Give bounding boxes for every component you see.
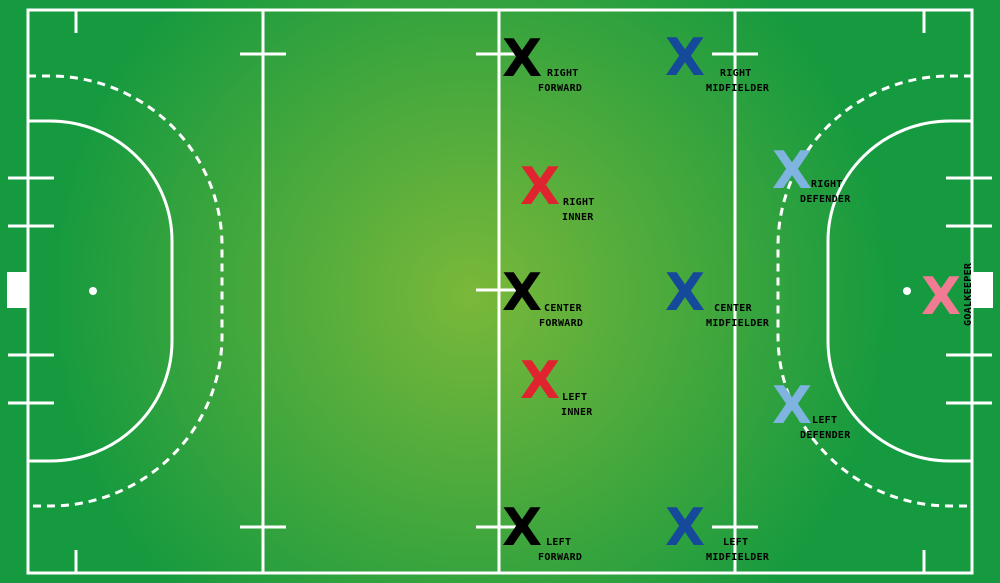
player-right-forward: X RIGHT FORWARD <box>502 29 582 94</box>
player-marker: X <box>772 376 812 436</box>
right-shooting-circle <box>826 119 972 463</box>
player-label-line2: DEFENDER <box>800 430 851 441</box>
player-label-line2: DEFENDER <box>800 194 851 205</box>
player-label-line1: CENTER <box>714 303 753 314</box>
player-marker: X <box>665 28 705 88</box>
players: X RIGHT FORWARD X CENTER FORWARD X LEFT … <box>502 28 974 563</box>
player-label-line1: LEFT <box>812 415 837 426</box>
player-label-line1: RIGHT <box>811 179 843 190</box>
player-marker: X <box>502 263 542 323</box>
player-center-forward: X CENTER FORWARD <box>502 263 583 329</box>
player-label-line2: MIDFIELDER <box>706 552 770 563</box>
sideline-ticks <box>74 10 926 573</box>
player-label-line2: INNER <box>561 407 593 418</box>
player-left-inner: X LEFT INNER <box>520 351 593 418</box>
player-left-forward: X LEFT FORWARD <box>502 498 582 563</box>
left-shooting-circle <box>28 119 174 463</box>
player-label-line2: FORWARD <box>538 83 582 94</box>
player-label-line2: FORWARD <box>539 318 583 329</box>
player-left-defender: X LEFT DEFENDER <box>772 376 851 441</box>
player-label-line2: MIDFIELDER <box>706 318 770 329</box>
player-marker: X <box>772 141 812 201</box>
left-dashed-circle <box>28 74 224 508</box>
right-penalty-spot <box>903 287 911 295</box>
player-label-line2: FORWARD <box>538 552 582 563</box>
player-label-line1: RIGHT <box>563 197 595 208</box>
player-label-line1: LEFT <box>562 392 587 403</box>
player-marker: X <box>520 157 560 217</box>
player-right-inner: X RIGHT INNER <box>520 157 595 223</box>
right-goal <box>972 272 993 308</box>
player-marker: X <box>921 267 961 327</box>
player-label-line2: INNER <box>562 212 594 223</box>
player-label-line1: RIGHT <box>720 68 752 79</box>
player-label-line1: RIGHT <box>547 68 579 79</box>
player-center-midfielder: X CENTER MIDFIELDER <box>665 263 770 329</box>
player-label-line1: CENTER <box>544 303 583 314</box>
player-label-line2: MIDFIELDER <box>706 83 770 94</box>
player-label-line1: LEFT <box>723 537 748 548</box>
endline-ticks <box>8 176 992 405</box>
player-left-midfielder: X LEFT MIDFIELDER <box>665 498 770 563</box>
player-marker: X <box>502 498 542 558</box>
right-dashed-circle <box>776 74 972 508</box>
player-label-line1: GOALKEEPER <box>963 262 974 326</box>
left-penalty-spot <box>89 287 97 295</box>
player-label-line1: LEFT <box>546 537 571 548</box>
player-marker: X <box>665 263 705 323</box>
player-marker: X <box>665 498 705 558</box>
player-right-defender: X RIGHT DEFENDER <box>772 141 851 205</box>
player-marker: X <box>520 351 560 411</box>
player-marker: X <box>502 29 542 89</box>
left-goal <box>7 272 28 308</box>
player-goalkeeper: X GOALKEEPER <box>921 262 974 327</box>
yard-line-ticks <box>240 52 758 529</box>
player-right-midfielder: X RIGHT MIDFIELDER <box>665 28 770 94</box>
